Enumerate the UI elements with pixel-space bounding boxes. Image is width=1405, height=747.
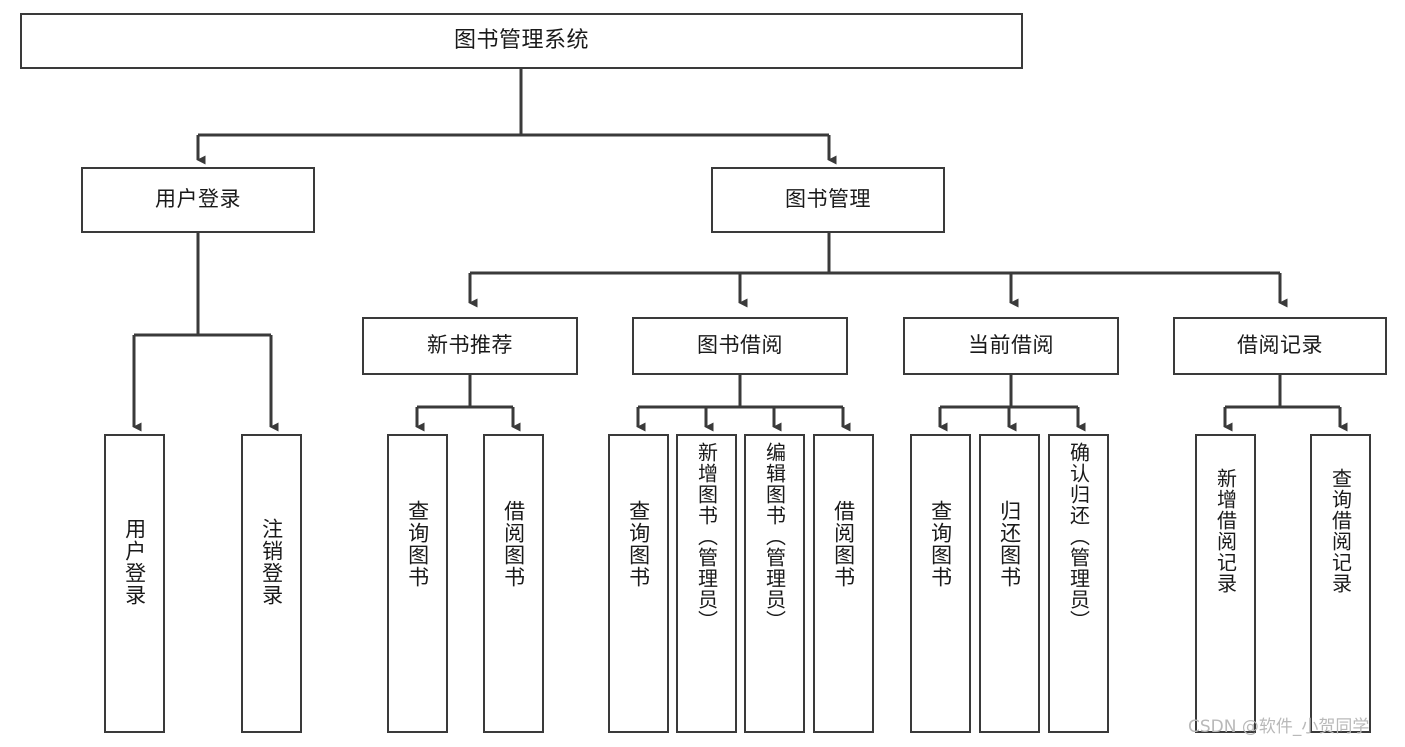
node-label: 注销登录 <box>259 518 284 606</box>
csdn-watermark: CSDN @软件_小贺同学 <box>1188 717 1370 737</box>
node-leaf-query-book-borrow[interactable]: 查询图书 <box>608 434 669 733</box>
node-label: 图书借阅 <box>697 333 783 358</box>
node-label: 查询图书 <box>626 500 651 588</box>
node-label: 图书管理系统 <box>453 27 589 53</box>
node-leaf-borrow-book[interactable]: 借阅图书 <box>813 434 874 733</box>
node-new-book-recommend[interactable]: 新书推荐 <box>362 317 578 375</box>
node-leaf-return-book[interactable]: 归还图书 <box>979 434 1040 733</box>
node-leaf-borrow-book-recommend[interactable]: 借阅图书 <box>483 434 544 733</box>
node-label: 查询借阅记录 <box>1328 468 1353 594</box>
node-borrow-record[interactable]: 借阅记录 <box>1173 317 1387 375</box>
node-label: 用户登录 <box>122 518 147 606</box>
node-book-management[interactable]: 图书管理 <box>711 167 945 233</box>
node-leaf-edit-book-admin[interactable]: 编辑图书（管理员） <box>744 434 805 733</box>
node-label: 用户登录 <box>155 187 241 212</box>
node-leaf-logout[interactable]: 注销登录 <box>241 434 302 733</box>
node-leaf-add-borrow-record[interactable]: 新增借阅记录 <box>1195 434 1256 733</box>
node-label: 新书推荐 <box>427 333 513 358</box>
node-leaf-query-book-recommend[interactable]: 查询图书 <box>387 434 448 733</box>
node-leaf-query-borrow-record[interactable]: 查询借阅记录 <box>1310 434 1371 733</box>
node-leaf-query-book-current[interactable]: 查询图书 <box>910 434 971 733</box>
node-book-borrow[interactable]: 图书借阅 <box>632 317 848 375</box>
node-label: 当前借阅 <box>968 333 1054 358</box>
node-leaf-confirm-return-admin[interactable]: 确认归还（管理员） <box>1048 434 1109 733</box>
node-user-login[interactable]: 用户登录 <box>81 167 315 233</box>
node-leaf-add-book-admin[interactable]: 新增图书（管理员） <box>676 434 737 733</box>
node-label: 新增图书（管理员） <box>694 442 719 631</box>
node-root-book-management-system[interactable]: 图书管理系统 <box>20 13 1023 69</box>
node-label: 编辑图书（管理员） <box>762 442 787 631</box>
node-label: 图书管理 <box>785 187 871 212</box>
node-label: 查询图书 <box>405 500 430 588</box>
node-label: 新增借阅记录 <box>1213 468 1238 594</box>
node-label: 归还图书 <box>997 500 1022 588</box>
node-leaf-user-login[interactable]: 用户登录 <box>104 434 165 733</box>
node-label: 借阅图书 <box>831 500 856 588</box>
node-label: 借阅图书 <box>501 500 526 588</box>
node-label: 查询图书 <box>928 500 953 588</box>
node-label: 确认归还（管理员） <box>1066 442 1091 631</box>
node-current-borrow[interactable]: 当前借阅 <box>903 317 1119 375</box>
node-label: 借阅记录 <box>1237 333 1323 358</box>
